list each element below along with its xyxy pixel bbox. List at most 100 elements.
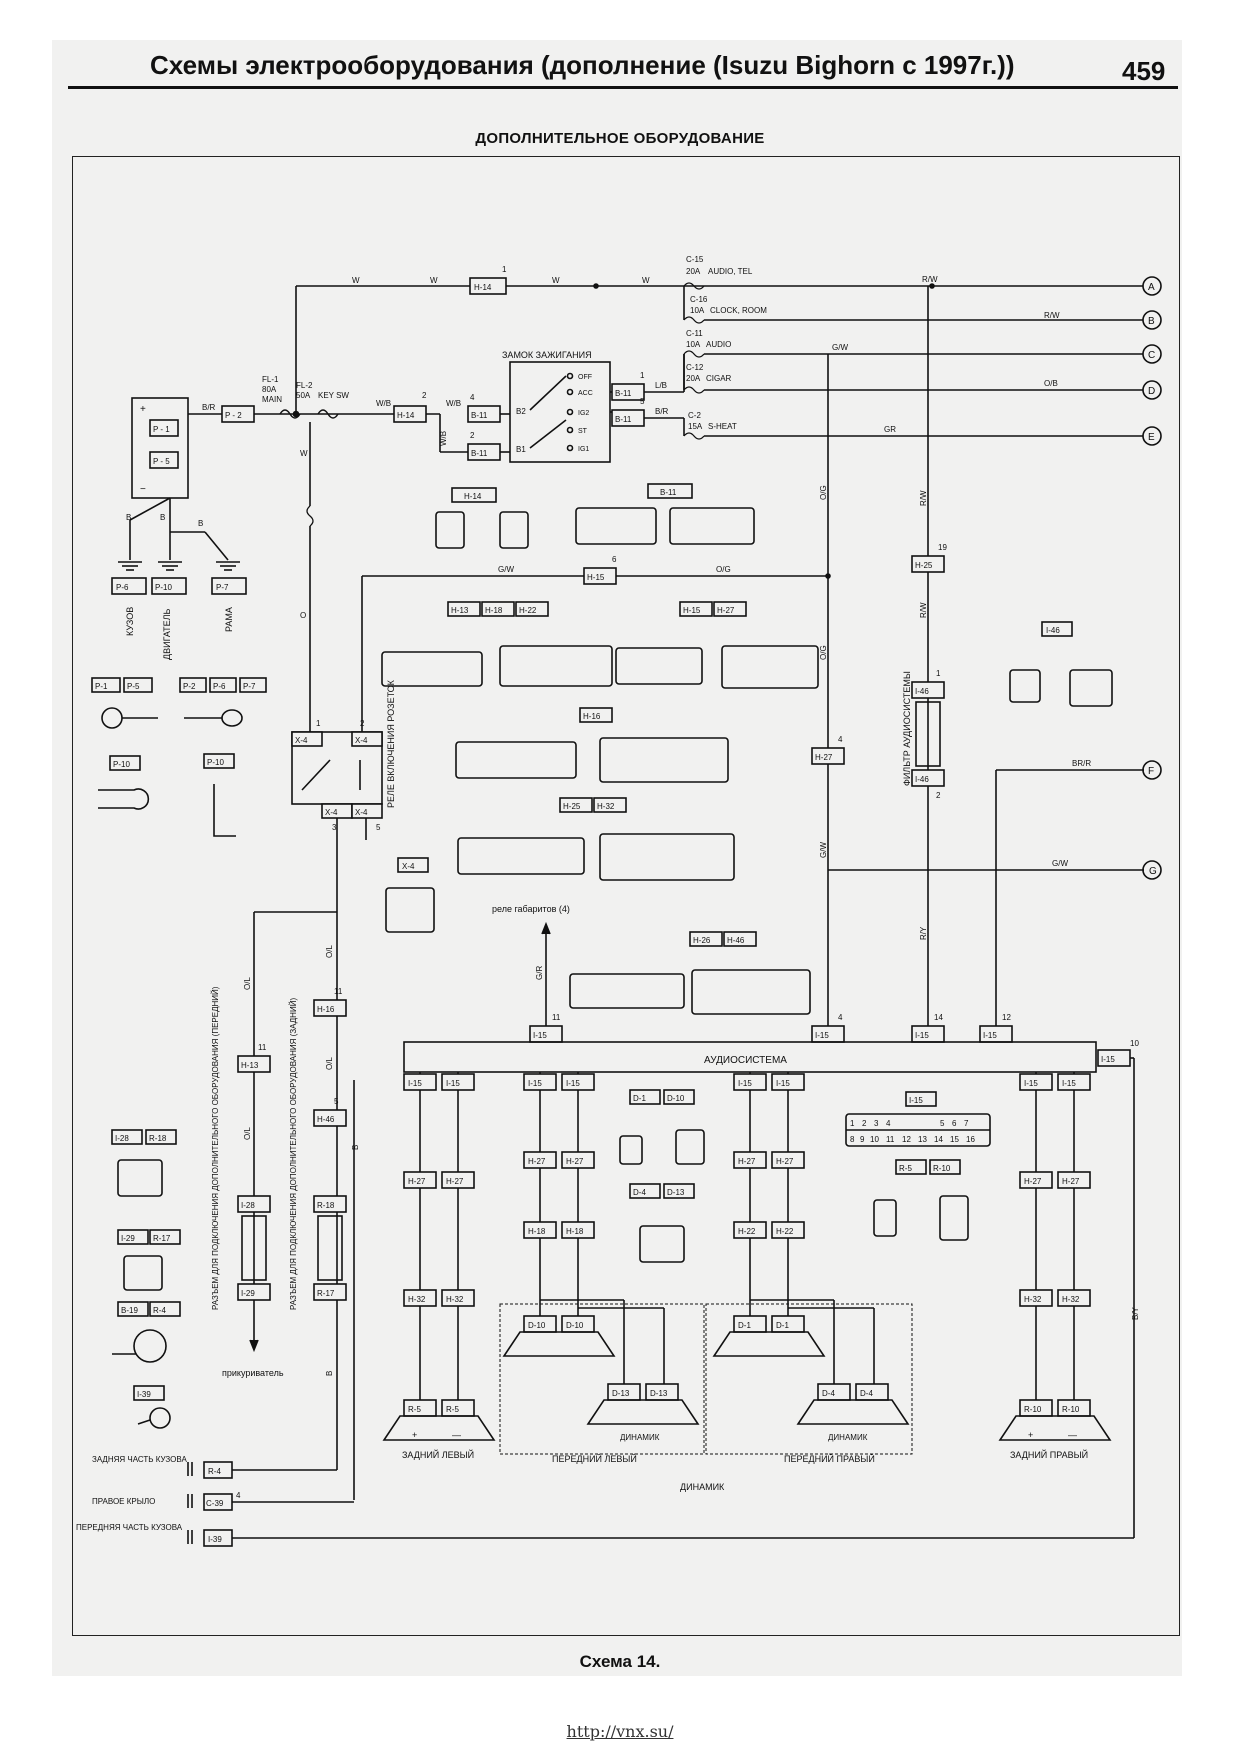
fuse-c11-id: C-11: [686, 329, 703, 338]
svg-text:11: 11: [258, 1043, 267, 1052]
svg-text:I-29: I-29: [241, 1289, 255, 1298]
svg-text:G/W: G/W: [498, 565, 514, 574]
ground-point-rear-label: ЗАДНЯЯ ЧАСТЬ КУЗОВА: [92, 1455, 187, 1464]
front-rear-connector-lines: H-16 11 H-46 5 R-18 R-17 H-13 11 I-28 I-…: [237, 911, 360, 1500]
svg-text:1: 1: [316, 719, 321, 728]
svg-text:4: 4: [838, 1013, 843, 1022]
diagram-frame: [72, 156, 1180, 1636]
svg-text:H-27: H-27: [528, 1157, 546, 1166]
i15-pin-grid: 1 2 3 4 5 6 7 8 9 10 11 12 13 14 15 16: [850, 1119, 975, 1144]
svg-text:W/B: W/B: [439, 431, 448, 446]
svg-text:H-25: H-25: [915, 561, 933, 570]
svg-text:5: 5: [376, 823, 381, 832]
ground-point-front-id: I-39: [208, 1535, 222, 1544]
svg-text:R-5: R-5: [408, 1405, 421, 1414]
front-connector-label: РАЗЪЕМ ДЛЯ ПОДКЛЮЧЕНИЯ ДОПОЛНИТЕЛЬНОГО О…: [211, 986, 220, 1310]
svg-text:I-15: I-15: [1024, 1079, 1038, 1088]
svg-text:11: 11: [552, 1013, 561, 1022]
ignition-pos-ig1: IG1: [578, 446, 589, 453]
svg-text:H-27: H-27: [815, 753, 833, 762]
fuse-fl1-name: MAIN: [262, 395, 282, 404]
fuse-fl2-name: KEY SW: [318, 391, 349, 400]
ground-point-front-label: ПЕРЕДНЯЯ ЧАСТЬ КУЗОВА: [76, 1523, 183, 1532]
svg-text:W/B: W/B: [376, 399, 391, 408]
speaker-label-rear-right: ЗАДНИЙ ПРАВЫЙ: [1010, 1449, 1088, 1460]
svg-text:B-19: B-19: [121, 1306, 138, 1315]
fuse-fl1-id: FL-1: [262, 375, 279, 384]
svg-text:I-15: I-15: [776, 1079, 790, 1088]
fuse-c16-name: CLOCK, ROOM: [710, 306, 767, 315]
svg-text:H-16: H-16: [317, 1005, 335, 1014]
i15-pin-5: 5: [940, 1119, 945, 1128]
svg-text:H-16: H-16: [583, 712, 601, 721]
svg-text:O/G: O/G: [716, 565, 731, 574]
svg-text:H-18: H-18: [485, 606, 503, 615]
ground-id-frame: P-7: [216, 583, 229, 592]
section-title: ДОПОЛНИТЕЛЬНОЕ ОБОРУДОВАНИЕ: [475, 130, 765, 147]
i15-pin-8: 8: [850, 1135, 855, 1144]
svg-text:R-5: R-5: [899, 1164, 912, 1173]
fuse-c12-rating: 20A: [686, 374, 701, 383]
svg-text:H-18: H-18: [528, 1227, 546, 1236]
svg-text:G/W: G/W: [1052, 859, 1068, 868]
cigar-lighter-label: прикуриватель: [222, 1368, 284, 1378]
fuse-c16-rating: 10A: [690, 306, 705, 315]
i15-pin-7: 7: [964, 1119, 969, 1128]
svg-text:H-14: H-14: [474, 283, 492, 292]
svg-text:B2: B2: [516, 407, 526, 416]
svg-text:D-13: D-13: [667, 1188, 685, 1197]
svg-text:I-15: I-15: [915, 1031, 929, 1040]
svg-text:O/L: O/L: [325, 1057, 334, 1070]
svg-text:P-6: P-6: [213, 682, 226, 691]
svg-text:I-46: I-46: [915, 687, 929, 696]
svg-text:R-5: R-5: [446, 1405, 459, 1414]
svg-text:4: 4: [838, 735, 843, 744]
svg-text:O/L: O/L: [243, 1127, 252, 1140]
output-terminals: [1142, 276, 1162, 880]
svg-text:—: —: [452, 1430, 461, 1440]
svg-text:+: +: [140, 404, 146, 415]
fuse-c2-id: C-2: [688, 411, 701, 420]
svg-text:R/Y: R/Y: [919, 926, 928, 940]
svg-text:D-1: D-1: [776, 1321, 789, 1330]
svg-text:D-4: D-4: [633, 1188, 646, 1197]
svg-text:I-29: I-29: [121, 1234, 135, 1243]
svg-text:H-15: H-15: [683, 606, 701, 615]
fuse-fl2-id: FL-2: [296, 381, 313, 390]
svg-text:R/W: R/W: [922, 275, 938, 284]
svg-text:2: 2: [936, 791, 941, 800]
svg-text:I-15: I-15: [408, 1079, 422, 1088]
svg-text:12: 12: [1002, 1013, 1011, 1022]
i15-pin-13: 13: [918, 1135, 927, 1144]
svg-text:P-2: P-2: [183, 682, 196, 691]
svg-text:R-10: R-10: [933, 1164, 951, 1173]
source-url[interactable]: http://vnx.su/: [566, 1722, 674, 1741]
svg-text:H-15: H-15: [587, 573, 605, 582]
h15-line: H-15 6 O/G O/G O/G G/W H-27 4 G/W: [583, 354, 1144, 1026]
ignition-pos-ig2: IG2: [578, 410, 589, 417]
svg-text:D-4: D-4: [822, 1389, 835, 1398]
svg-text:R-17: R-17: [153, 1234, 171, 1243]
speaker-label-fl-dynamic: ДИНАМИК: [620, 1433, 660, 1442]
fuse-c12-id: C-12: [686, 363, 704, 372]
svg-text:R-10: R-10: [1062, 1405, 1080, 1414]
svg-text:R-18: R-18: [149, 1134, 167, 1143]
connector-views-left: P-1 P-5 P-2 P-6 P-7 P-10 P-10 I-28 R-18 …: [91, 677, 267, 1429]
svg-text:P-10: P-10: [207, 758, 224, 767]
svg-text:H-32: H-32: [1024, 1295, 1042, 1304]
ground-label-engine: ДВИГАТЕЛЬ: [162, 608, 172, 660]
svg-text:W: W: [300, 449, 308, 458]
svg-text:B-11: B-11: [471, 449, 488, 458]
acc-ig-outputs: B-11 1 B-11 5 L/B B/R: [611, 354, 685, 436]
svg-text:I-15: I-15: [533, 1031, 547, 1040]
parking-lights-relay-label: реле габаритов (4): [492, 904, 570, 914]
i15-pin-12: 12: [902, 1135, 911, 1144]
svg-text:P-7: P-7: [243, 682, 256, 691]
svg-text:X-4: X-4: [402, 862, 415, 871]
svg-text:R-17: R-17: [317, 1289, 335, 1298]
svg-text:−: −: [140, 484, 146, 495]
svg-text:1: 1: [640, 371, 645, 380]
svg-text:B-11: B-11: [660, 488, 677, 497]
svg-text:I-46: I-46: [1046, 626, 1060, 635]
fuse-c16-id: C-16: [690, 295, 708, 304]
